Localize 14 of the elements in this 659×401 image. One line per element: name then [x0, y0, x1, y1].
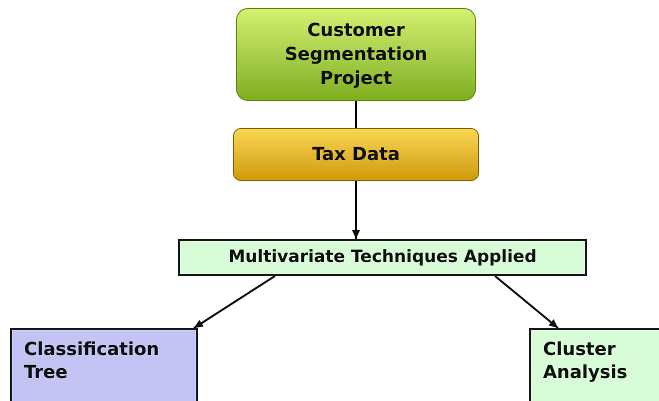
- arrow: [352, 181, 360, 239]
- node-label: Tax Data: [312, 143, 400, 167]
- node-label: Classification Tree: [23, 338, 160, 384]
- process-box: [178, 239, 587, 276]
- node-label: Cluster Analysis: [542, 338, 628, 384]
- connector-line: [355, 101, 357, 128]
- process-box: [236, 8, 476, 101]
- process-box: [10, 328, 198, 401]
- process-box: [233, 128, 479, 181]
- node-label: Customer Segmentation Project: [284, 18, 428, 90]
- node-label: Multivariate Techniques Applied: [228, 246, 537, 269]
- arrow: [193, 275, 276, 329]
- process-box: [529, 328, 659, 401]
- arrow: [494, 275, 559, 329]
